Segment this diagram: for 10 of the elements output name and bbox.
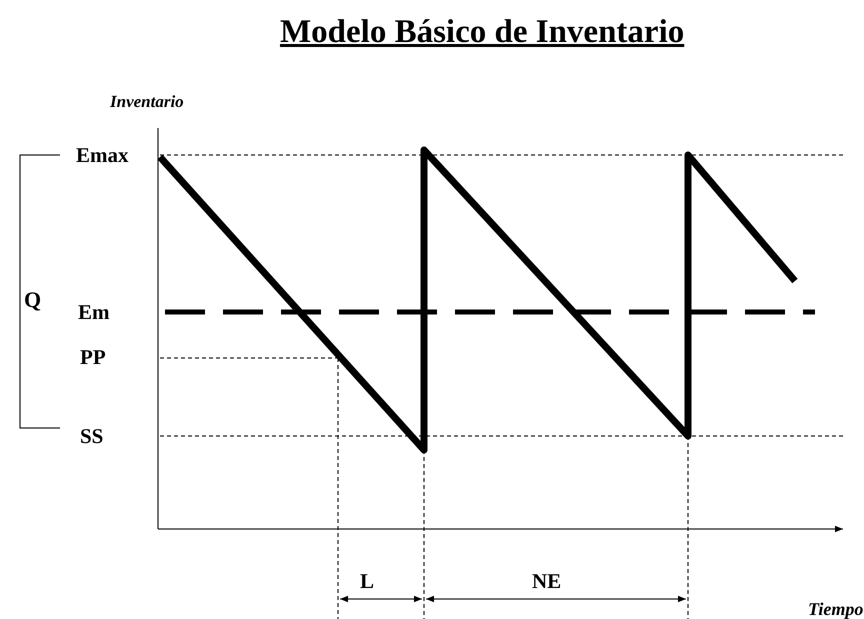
axis-label: Tiempo	[808, 600, 864, 618]
title: Modelo Básico de Inventario	[280, 16, 684, 49]
dimension-label: L	[360, 571, 374, 592]
level-label: Emax	[76, 145, 128, 166]
level-label: PP	[80, 347, 106, 368]
axis-label: Inventario	[110, 93, 184, 110]
level-label: SS	[80, 426, 104, 447]
dimension-label: NE	[532, 571, 562, 592]
dimension-label: Q	[24, 289, 42, 311]
level-label: Em	[78, 302, 110, 323]
